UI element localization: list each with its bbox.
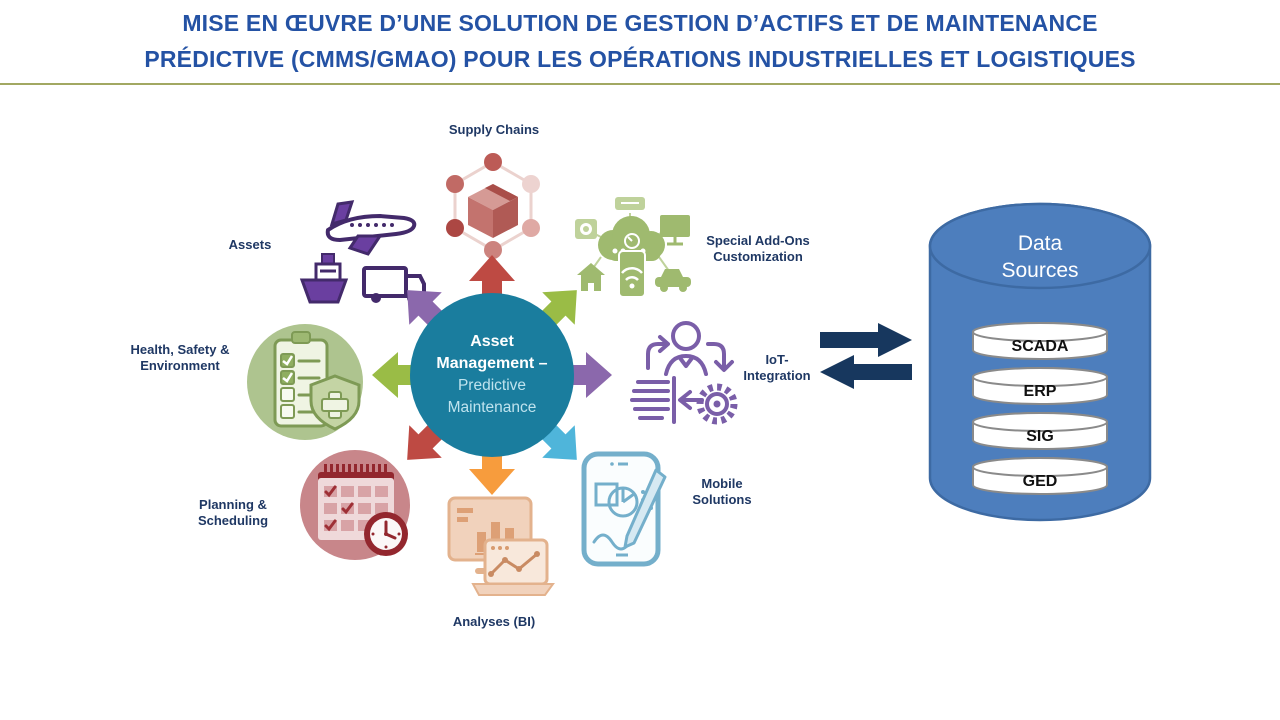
process-automation-icon [630,321,738,425]
hub-title-line1: Asset [470,333,514,350]
label-line: Integration [743,368,811,383]
data-source-ged-cylinder: GED [972,457,1108,495]
data-sources-title-line2: Sources [1001,259,1079,282]
hub-subtitle-line1: Predictive [457,377,527,394]
label-line: IoT- [765,352,789,367]
label-line: Supply Chains [448,122,540,137]
label-special-add-ons: Special Add-Ons Customization [678,233,838,265]
label-assets: Assets [190,237,310,253]
data-sources-title-line1: Data [1017,232,1063,255]
dashboard-charts-icon [447,496,555,596]
data-source-scada-cylinder: SCADA [972,322,1108,360]
label-line: Planning & [199,497,267,512]
label-line: Customization [713,249,803,264]
hub-circle: Asset Management – Predictive Maintenanc… [410,293,574,457]
hub-title-line2: Management – [436,355,548,372]
title-divider [0,83,1280,85]
label-line: Environment [140,358,220,373]
slide-title-line2: PRÉDICTIVE (CMMS/GMAO) POUR LES OPÉRATIO… [144,46,1136,72]
label-planning-scheduling: Planning & Scheduling [163,497,303,529]
slide-title-line1: MISE EN ŒUVRE D’UNE SOLUTION DE GESTION … [182,10,1098,36]
calendar-clock-icon [300,450,410,560]
data-source-label: SCADA [1012,338,1069,355]
label-analyses-bi: Analyses (BI) [414,614,574,630]
label-mobile-solutions: Mobile Solutions [662,476,782,508]
label-iot-integration: IoT- Integration [707,352,847,384]
data-source-sig-cylinder: SIG [972,412,1108,450]
slide-title: MISE EN ŒUVRE D’UNE SOLUTION DE GESTION … [0,5,1280,77]
label-line: Mobile [701,476,743,491]
label-supply-chains: Supply Chains [414,122,574,138]
label-line: Special Add-Ons [706,233,810,248]
data-sources-title: Data Sources [925,230,1155,284]
data-source-label: SIG [1026,428,1054,445]
data-source-label: GED [1023,473,1058,490]
hub-subtitle-line2: Maintenance [447,399,537,416]
checklist-shield-icon [247,324,363,440]
supply-network-icon [446,153,540,259]
data-exchange-arrows-icon [820,323,912,389]
label-line: Scheduling [197,513,269,528]
label-line: Health, Safety & [130,342,230,357]
label-line: Solutions [692,492,752,507]
data-source-label: ERP [1024,383,1057,400]
label-health-safety-environment: Health, Safety & Environment [100,342,260,374]
label-line: Analyses (BI) [452,614,536,629]
data-source-erp-cylinder: ERP [972,367,1108,405]
tablet-pen-icon [581,451,667,567]
label-line: Assets [228,237,272,252]
connected-devices-cloud-icon [575,197,691,298]
